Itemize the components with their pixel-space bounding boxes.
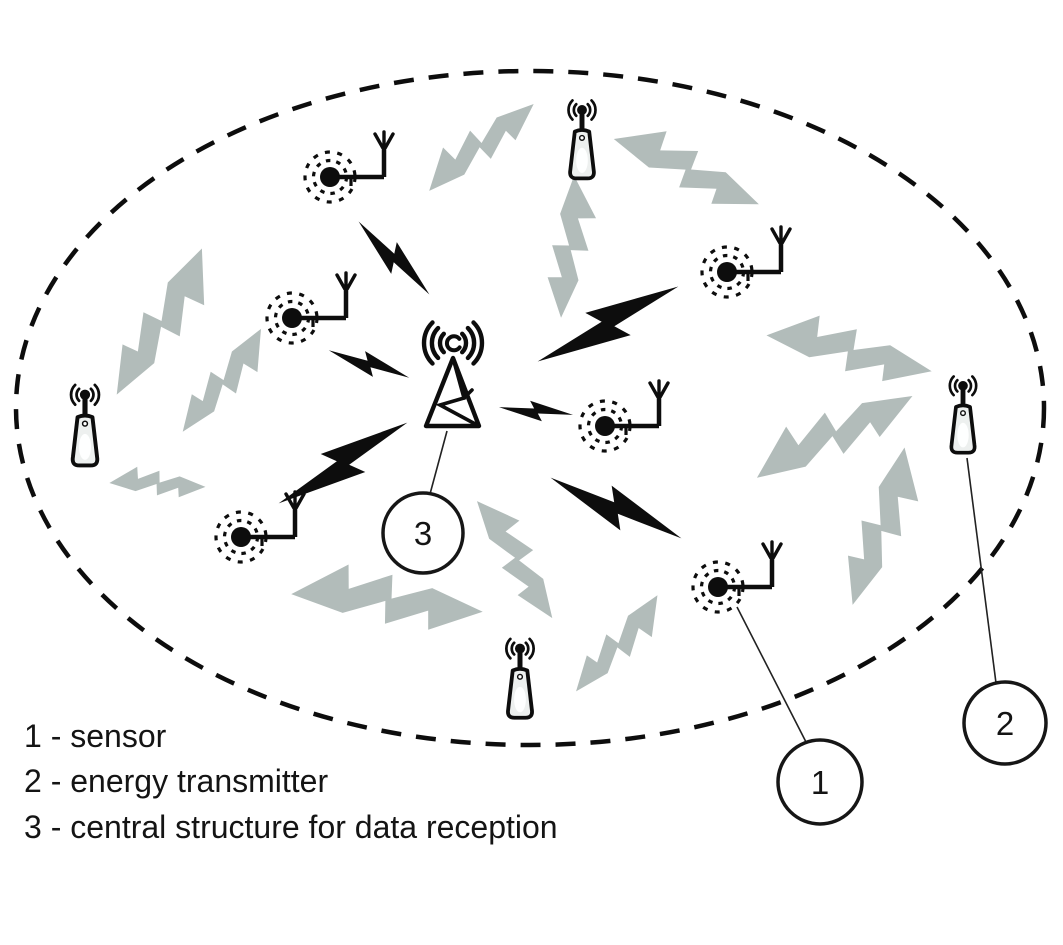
central-tower-icon — [424, 323, 482, 427]
network-boundary-ellipse — [13, 68, 1047, 748]
energy-bolt-icon — [517, 175, 618, 318]
sensor-icon — [216, 492, 304, 562]
callout-energy-transmitter: 2 — [962, 457, 1048, 766]
data-bolt-icon — [355, 210, 433, 306]
data-bolts-layer — [267, 210, 689, 562]
tower-layer — [424, 323, 482, 427]
callouts: 1 2 3 — [381, 430, 1048, 826]
sensor-icon — [305, 132, 393, 202]
energy-transmitter-icon — [950, 376, 976, 452]
energy-bolt-icon — [158, 328, 285, 432]
sensor-icon — [580, 381, 668, 451]
callout-line-central-structure — [429, 430, 448, 495]
callout-circle-energy-transmitter — [962, 680, 1048, 766]
callout-label-central-structure: 3 — [414, 515, 432, 552]
sensor-icon — [267, 273, 355, 343]
energy-bolt-icon — [808, 447, 949, 605]
energy-bolt-icon — [109, 452, 206, 517]
callout-line-sensor — [736, 606, 807, 743]
energy-bolt-icon — [413, 104, 550, 191]
callout-line-energy-transmitter — [966, 457, 997, 684]
data-bolt-icon — [527, 281, 689, 367]
energy-transmitter-icon — [569, 100, 596, 178]
callout-label-energy-transmitter: 2 — [996, 705, 1014, 742]
legend-item-energy-transmitter: 2 - energy transmitter — [24, 763, 328, 799]
legend: 1 - sensor 2 - energy transmitter 3 - ce… — [24, 718, 558, 845]
callout-circle-central-structure — [381, 491, 465, 575]
data-bolt-icon — [498, 393, 574, 429]
energy-bolt-icon — [554, 595, 679, 692]
callout-circle-sensor — [776, 738, 864, 826]
data-bolt-icon — [547, 454, 685, 562]
sensor-icon — [702, 227, 790, 297]
energy-bolts-layer — [80, 100, 949, 692]
callout-label-sensor: 1 — [811, 764, 829, 801]
energy-bolt-icon — [476, 490, 553, 629]
legend-item-central-structure: 3 - central structure for data reception — [24, 809, 558, 845]
data-bolt-icon — [327, 335, 411, 393]
energy-bolt-icon — [613, 100, 759, 243]
energy-bolt-icon — [80, 248, 239, 395]
energy-transmitter-icon — [71, 385, 99, 466]
legend-item-sensor: 1 - sensor — [24, 718, 167, 754]
energy-transmitter-icon — [506, 639, 533, 718]
callout-central-structure: 3 — [381, 430, 465, 575]
data-bolt-icon — [267, 418, 419, 508]
sensor-icon — [693, 542, 781, 612]
callout-sensor: 1 — [736, 606, 864, 826]
